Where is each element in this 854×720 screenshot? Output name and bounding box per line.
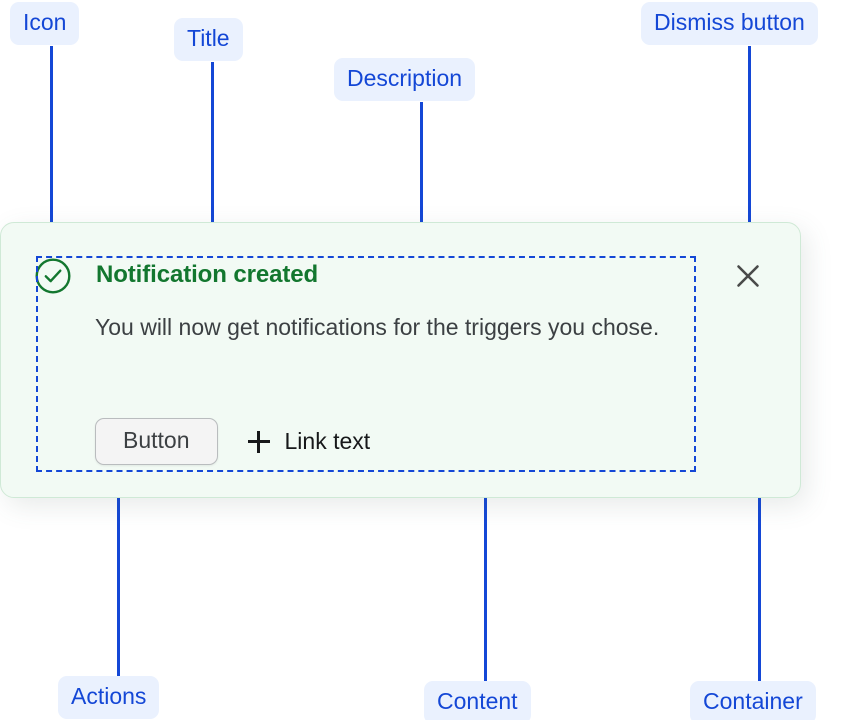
callout-label-container: Container	[690, 681, 816, 720]
leader-line-actions	[117, 474, 120, 676]
leader-line-description	[420, 102, 423, 304]
callout-label-content: Content	[424, 681, 531, 720]
notification-description: You will now get notifications for the t…	[95, 314, 660, 340]
action-link-label: Link text	[284, 428, 371, 454]
dismiss-button[interactable]	[731, 259, 765, 293]
close-icon	[737, 265, 759, 287]
leader-line-dismiss	[748, 46, 751, 250]
action-link[interactable]: Link text	[247, 428, 371, 455]
leader-line-content	[484, 474, 487, 681]
callout-label-icon: Icon	[10, 2, 80, 45]
notification-actions: Button Link text	[95, 418, 370, 465]
leader-line-container	[758, 474, 761, 681]
callout-label-dismiss-button: Dismiss button	[641, 2, 818, 45]
notification-title: Notification created	[96, 261, 319, 288]
action-button[interactable]: Button	[95, 418, 218, 465]
callout-label-description: Description	[334, 58, 476, 101]
leader-line-title	[211, 62, 214, 264]
plus-icon	[247, 430, 270, 453]
callout-label-title: Title	[174, 18, 243, 61]
callout-label-actions: Actions	[58, 676, 160, 719]
leader-line-icon	[50, 46, 53, 250]
check-circle-icon	[34, 257, 72, 295]
